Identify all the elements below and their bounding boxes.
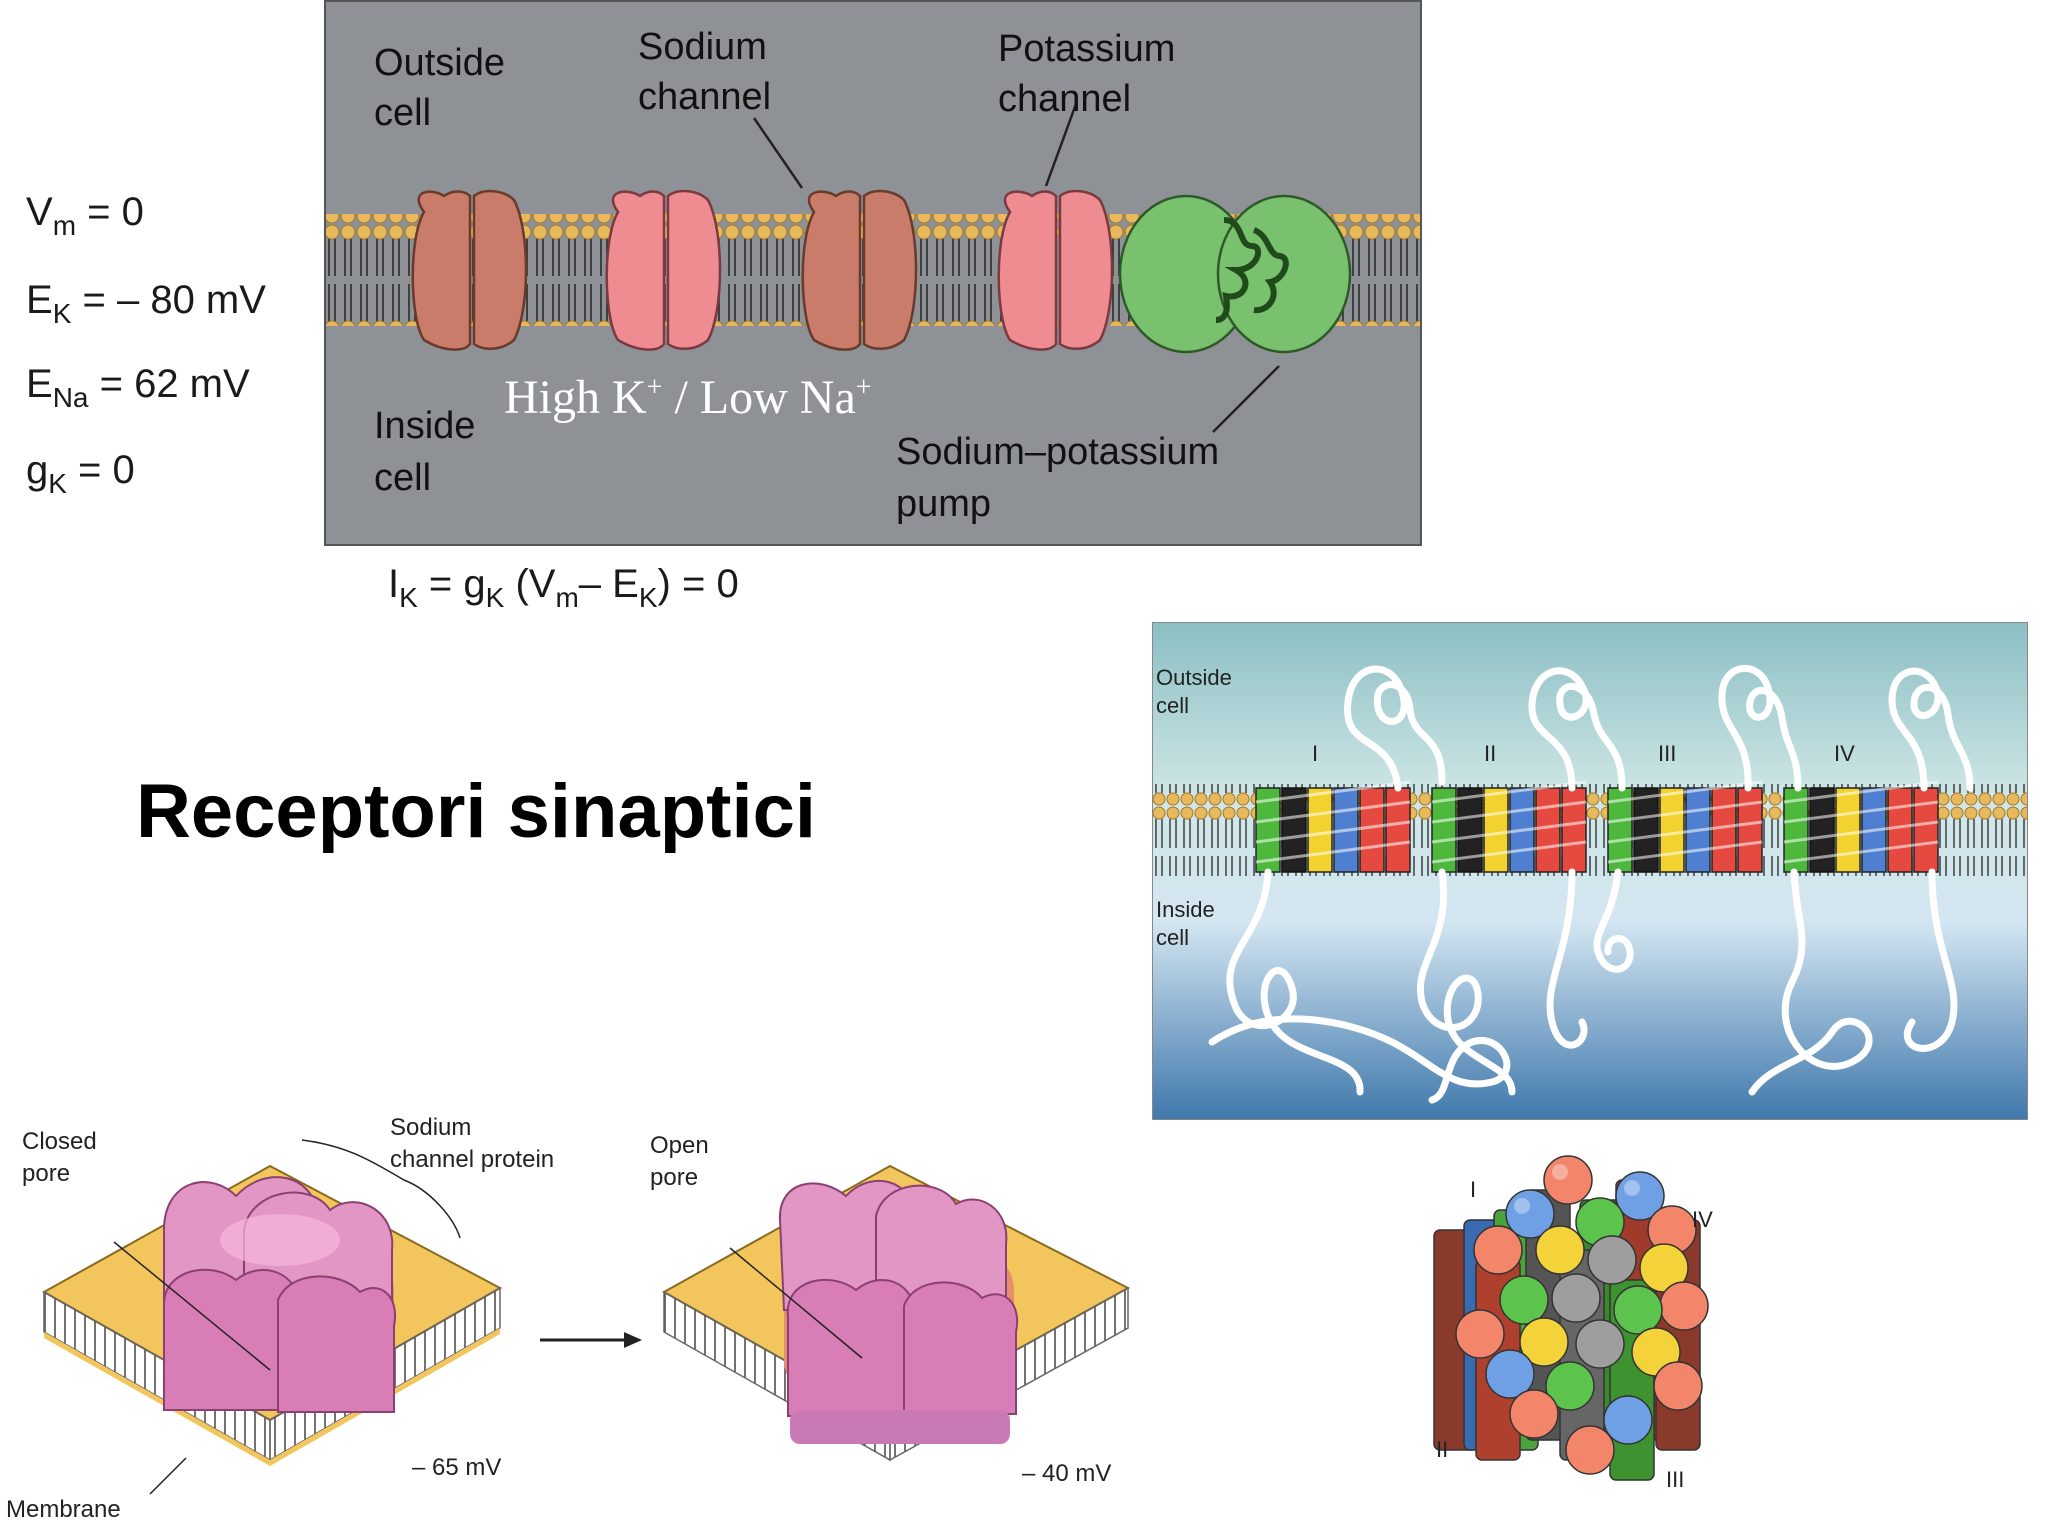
sodium-channel-shape bbox=[801, 189, 918, 351]
closed-pore-protein bbox=[163, 1176, 397, 1413]
sodium-channel-label: Sodium channel bbox=[638, 26, 772, 118]
barrel-label: I bbox=[1470, 1177, 1477, 1202]
slide-title: Receptori sinaptici bbox=[136, 769, 816, 854]
open-voltage-label: – 40 mV bbox=[1022, 1460, 1112, 1487]
closed-pore-label: Closed pore bbox=[22, 1128, 97, 1187]
barrel-label: IV bbox=[1692, 1207, 1713, 1232]
barrel-label: III bbox=[1666, 1467, 1685, 1492]
equation-ena: ENa = 62 mV bbox=[26, 362, 250, 413]
membrane-figure bbox=[324, 0, 1422, 546]
equation-ek: EK = – 80 mV bbox=[26, 278, 266, 329]
channel-protein-label: Sodium channel protein bbox=[390, 1114, 555, 1173]
membrane-label: Membrane bbox=[6, 1496, 121, 1523]
domain-label: I bbox=[1312, 741, 1319, 766]
domain-label: IV bbox=[1834, 741, 1855, 766]
open-pore-protein bbox=[778, 1179, 1019, 1444]
ion-channel bbox=[411, 189, 528, 351]
closed-voltage-label: – 65 mV bbox=[412, 1454, 502, 1481]
ion-channel bbox=[605, 189, 722, 351]
helix-barrel-figure bbox=[1433, 1155, 1709, 1481]
equation-gk: gK = 0 bbox=[26, 448, 135, 499]
inside-cell-label: Inside cell bbox=[374, 405, 476, 499]
open-pore-label: Open pore bbox=[650, 1132, 709, 1191]
pore-figure bbox=[41, 1139, 1131, 1495]
domain-label: II bbox=[1484, 741, 1497, 766]
outside-cell-label: Outside cell bbox=[374, 42, 505, 134]
potassium-channel-shape bbox=[997, 189, 1114, 351]
topology-inside-label: Inside cell bbox=[1156, 897, 1215, 950]
sodium-potassium-pump-shape bbox=[1118, 194, 1352, 354]
pump-label: Sodium–potassium pump bbox=[896, 431, 1220, 525]
equation-vm: Vm = 0 bbox=[26, 190, 144, 241]
topology-outside-label: Outside cell bbox=[1156, 665, 1232, 718]
potassium-current-equation: IK = gK (Vm– EK) = 0 bbox=[388, 562, 739, 613]
potassium-channel-label: Potassium channel bbox=[998, 28, 1176, 120]
barrel-label: II bbox=[1436, 1437, 1449, 1462]
domain-label: III bbox=[1658, 741, 1677, 766]
topology-figure bbox=[1152, 622, 2028, 1120]
ion-concentration-label: High K+ / Low Na+ bbox=[504, 371, 872, 424]
